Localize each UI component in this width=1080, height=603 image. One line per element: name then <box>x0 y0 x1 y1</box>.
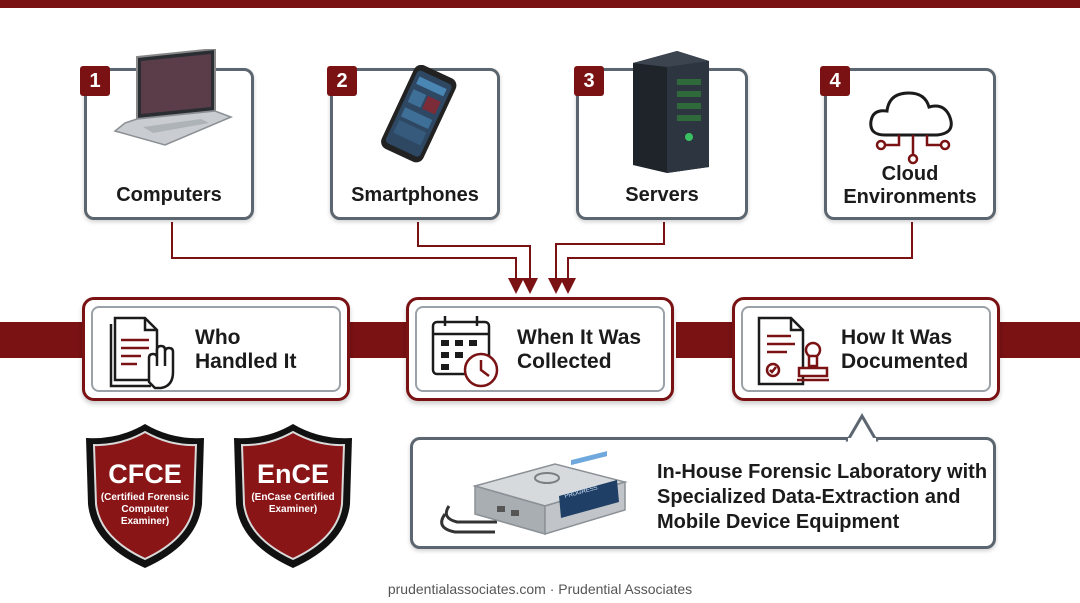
process-label-line2: Collected <box>517 350 612 373</box>
source-label-line2: Environments <box>843 186 977 208</box>
connector-computers <box>171 222 524 294</box>
cloud-icon <box>869 91 953 165</box>
document-stamp-icon <box>757 316 829 386</box>
source-card-cloud: Cloud Environments <box>824 68 996 220</box>
process-label-line1: How It Was <box>841 326 953 349</box>
process-label: When It Was Collected <box>517 326 641 374</box>
top-accent-bar <box>0 0 1080 8</box>
source-number-badge: 4 <box>820 66 850 96</box>
forensic-device-icon: PROGRESS <box>440 451 628 536</box>
footer-credit: prudentialassociates.com · Prudential As… <box>387 581 693 597</box>
calendar-clock-icon <box>431 316 499 388</box>
lab-line3: Mobile Device Equipment <box>657 511 900 533</box>
ence-full-line1: (EnCase Certified <box>251 492 334 503</box>
process-label: How It Was Documented <box>841 326 968 374</box>
ence-full-line2: Examiner) <box>269 504 317 515</box>
ence-abbr: EnCE <box>257 459 329 489</box>
cfce-full-line1: (Certified Forensic <box>101 492 190 503</box>
cfce-full-line2: Computer <box>121 504 168 515</box>
process-label: Who Handled It <box>195 326 297 374</box>
ence-shield: EnCE (EnCase Certified Examiner) <box>234 424 352 568</box>
laptop-icon <box>113 49 234 146</box>
connector-smartphones <box>417 222 538 294</box>
cfce-shield: CFCE (Certified Forensic Computer Examin… <box>86 424 204 568</box>
source-number-badge: 1 <box>80 66 110 96</box>
source-card-servers: Servers <box>576 51 748 220</box>
process-box-who: Who Handled It <box>82 297 350 401</box>
band-right <box>1000 322 1080 358</box>
cfce-full-line3: Examiner) <box>121 516 169 527</box>
source-label: Computers <box>116 184 222 206</box>
source-card-smartphones: Smartphones <box>330 65 500 220</box>
process-label-line1: When It Was <box>517 326 642 349</box>
process-label-line1: Who <box>195 326 241 349</box>
process-box-when: When It Was Collected <box>406 297 674 401</box>
band-left <box>0 322 82 358</box>
server-icon <box>633 51 709 173</box>
lab-description: In-House Forensic Laboratory with Specia… <box>657 460 993 535</box>
source-number-badge: 2 <box>327 66 357 96</box>
process-label-line2: Documented <box>841 350 969 373</box>
connector-servers <box>548 222 665 294</box>
forensic-lab-box: PROGRESS In-House Forensic Laboratory wi… <box>410 437 996 549</box>
process-box-how: How It Was Documented <box>732 297 1000 401</box>
document-hand-icon <box>109 316 175 390</box>
source-label: Servers <box>625 184 699 206</box>
smartphone-icon <box>381 65 457 163</box>
source-card-computers: Computers <box>84 49 254 220</box>
source-number-badge: 3 <box>574 66 604 96</box>
lab-line2: Specialized Data-Extraction and <box>657 486 961 508</box>
source-label-line1: Cloud <box>881 163 939 185</box>
lab-line1: In-House Forensic Laboratory with <box>657 461 988 483</box>
source-label: Cloud Environments <box>827 163 993 209</box>
cfce-abbr: CFCE <box>108 459 182 489</box>
process-label-line2: Handled It <box>195 350 297 373</box>
source-label: Smartphones <box>351 184 479 206</box>
connector-cloud <box>560 222 913 294</box>
